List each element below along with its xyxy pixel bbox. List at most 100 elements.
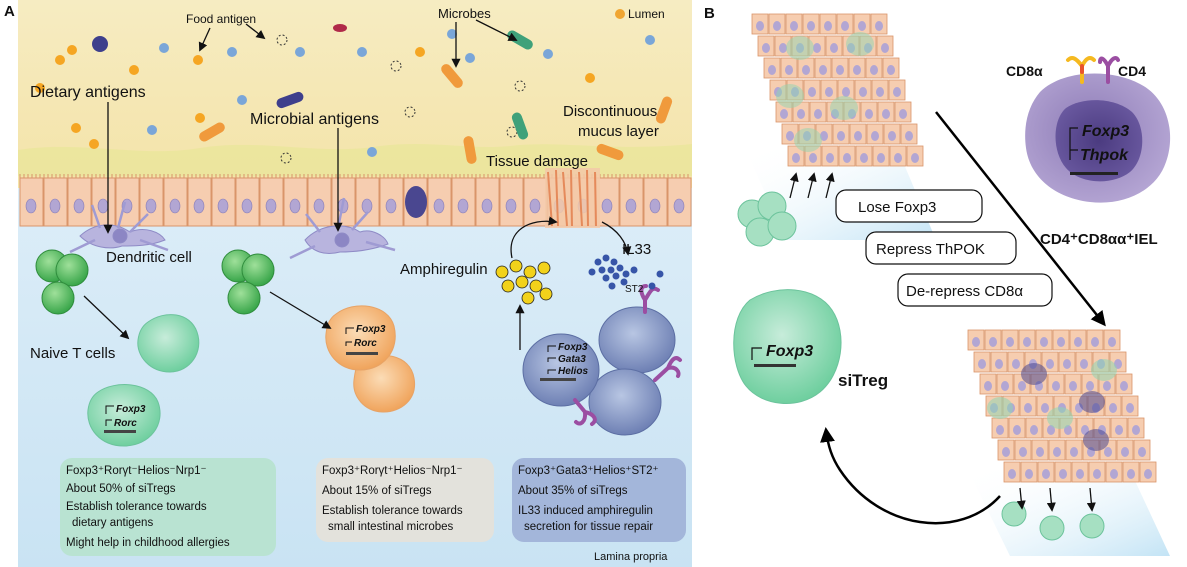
microbe-rod bbox=[276, 91, 304, 109]
antigen-particle bbox=[89, 139, 99, 149]
block-cell bbox=[781, 123, 799, 145]
microbe-rod bbox=[199, 122, 225, 142]
gene-foxp3-blue: Foxp3 bbox=[558, 342, 588, 353]
antigen-particle bbox=[71, 123, 81, 133]
block-cell bbox=[1086, 329, 1104, 351]
panel-a: A Food antigen Microbes Lumen Dietary an… bbox=[4, 0, 692, 567]
epithelial-cell bbox=[667, 174, 692, 227]
block-cell bbox=[809, 101, 827, 123]
il33-label: IL33 bbox=[622, 241, 651, 258]
block-cell bbox=[871, 79, 889, 101]
intraepithelial-cell bbox=[1079, 391, 1105, 413]
block-cell bbox=[1115, 373, 1133, 395]
block-cell bbox=[1139, 461, 1157, 483]
top-epithelium-block bbox=[751, 13, 924, 167]
box-blue-line: About 35% of siTregs bbox=[518, 485, 628, 497]
block-cell bbox=[803, 79, 821, 101]
block-cell bbox=[1122, 461, 1140, 483]
block-cell bbox=[882, 57, 900, 79]
epithelial-cell bbox=[211, 174, 236, 227]
bottom-block-shadow bbox=[968, 470, 1170, 556]
intraepithelial-cell bbox=[1021, 363, 1047, 385]
epithelial-cell bbox=[139, 174, 164, 227]
diagonal-arrow bbox=[935, 111, 1106, 327]
panel-a-arrows bbox=[83, 19, 632, 350]
block-cell bbox=[825, 35, 843, 57]
block-cell bbox=[1019, 395, 1037, 417]
antigen-particle bbox=[55, 55, 65, 65]
block-cell bbox=[984, 329, 1002, 351]
gata3-treg-cells bbox=[522, 284, 682, 436]
antigen-particle bbox=[514, 80, 526, 92]
block-cell bbox=[900, 123, 918, 145]
info-box-green-text: Foxp3⁺Rorγt⁻Helios⁻Nrp1⁻ About 50% of si… bbox=[66, 465, 230, 549]
iel-gene-thpok: Thpok bbox=[1080, 147, 1129, 164]
block-cell bbox=[888, 79, 906, 101]
block-cell bbox=[990, 351, 1008, 373]
epithelial-cell bbox=[475, 174, 500, 227]
block-cell bbox=[831, 57, 849, 79]
block-cell bbox=[1025, 417, 1043, 439]
antigen-particle bbox=[67, 45, 77, 55]
block-cell bbox=[866, 123, 884, 145]
epithelial-cell bbox=[451, 174, 476, 227]
block-cell bbox=[848, 57, 866, 79]
gene-gata3-blue: Gata3 bbox=[558, 354, 586, 365]
naive-t-cells-cluster-1 bbox=[35, 249, 89, 315]
box-blue-line: Foxp3⁺Gata3⁺Helios⁺ST2⁺ bbox=[518, 465, 659, 477]
block-cell bbox=[860, 101, 878, 123]
rorc-treg-cells-orange bbox=[325, 305, 416, 413]
block-cell bbox=[1127, 417, 1145, 439]
epithelial-cell bbox=[259, 174, 284, 227]
antigen-particle bbox=[227, 47, 237, 57]
gene-helios-blue: Helios bbox=[558, 366, 588, 377]
block-cell bbox=[837, 79, 855, 101]
microbe-rod bbox=[463, 136, 477, 164]
mucus-layer-label-line1: Discontinuous bbox=[563, 103, 657, 120]
step-repress-thpok: Repress ThPOK bbox=[876, 241, 985, 258]
block-cell bbox=[821, 145, 839, 167]
il33-particles bbox=[588, 254, 664, 290]
box-grey-line: small intestinal microbes bbox=[328, 521, 454, 533]
block-cell bbox=[894, 101, 912, 123]
panel-b-letter: B bbox=[704, 5, 715, 22]
block-cell bbox=[780, 57, 798, 79]
microbe-particle bbox=[333, 24, 347, 32]
info-box-grey bbox=[316, 458, 494, 542]
block-cell bbox=[1071, 461, 1089, 483]
iel-cell bbox=[1025, 56, 1171, 203]
tissue-damage-patch bbox=[545, 168, 600, 228]
step-box-1 bbox=[835, 189, 983, 223]
cd8a-label: CD8α bbox=[1006, 63, 1043, 79]
step-box-3 bbox=[897, 273, 1053, 307]
antigen-particle bbox=[193, 55, 203, 65]
block-cell bbox=[855, 145, 873, 167]
block-cell bbox=[1133, 439, 1151, 461]
intraepithelial-treg bbox=[776, 84, 804, 108]
dietary-antigens-label: Dietary antigens bbox=[30, 84, 146, 101]
block-cell bbox=[1052, 329, 1070, 351]
block-cell bbox=[1018, 329, 1036, 351]
block-cell bbox=[1064, 373, 1082, 395]
box-green-line: Establish tolerance towards bbox=[66, 501, 207, 513]
block-cell bbox=[792, 101, 810, 123]
bottom-epithelium-block bbox=[967, 329, 1157, 483]
block-cell bbox=[1058, 351, 1076, 373]
block-cell bbox=[1047, 373, 1065, 395]
intraepithelial-treg bbox=[794, 128, 822, 152]
block-cell bbox=[1008, 417, 1026, 439]
lumen-label: Lumen bbox=[628, 7, 665, 21]
gene-rorc-orange: Rorc bbox=[354, 338, 377, 349]
antigen-particle bbox=[129, 65, 139, 75]
antigen-particle bbox=[92, 36, 108, 52]
block-cell bbox=[1007, 351, 1025, 373]
cd4-label: CD4 bbox=[1118, 63, 1146, 79]
antigen-particle bbox=[280, 152, 292, 164]
block-cell bbox=[865, 57, 883, 79]
block-cell bbox=[1041, 351, 1059, 373]
antigen-particle bbox=[357, 47, 367, 57]
lumen-marker bbox=[615, 9, 625, 19]
box-green-line: About 50% of siTregs bbox=[66, 483, 176, 495]
block-cell bbox=[838, 145, 856, 167]
